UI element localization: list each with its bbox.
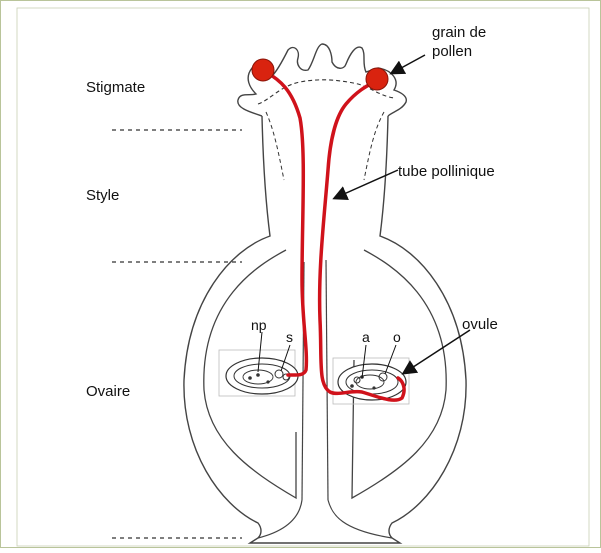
label-style: Style [86, 187, 119, 204]
pistil-outline [184, 116, 466, 543]
arrow-tube [335, 170, 398, 198]
label-tube-pollinique: tube pollinique [398, 163, 495, 180]
pollen-grain-left [252, 59, 274, 81]
arrow-ovule [404, 330, 470, 373]
style-canal-right [364, 112, 384, 180]
arrow-grain [392, 55, 425, 73]
label-s: s [286, 329, 293, 345]
label-stigmate: Stigmate [86, 79, 145, 96]
ovule-right [333, 358, 409, 404]
label-np: np [251, 317, 267, 333]
label-ovaire: Ovaire [86, 383, 130, 400]
label-a: a [362, 329, 370, 345]
label-ovule: ovule [462, 316, 498, 333]
label-o: o [393, 329, 401, 345]
label-grain-line1: grain de [432, 24, 486, 41]
pollen-grain-right [366, 68, 388, 90]
style-canal-left [266, 112, 284, 180]
label-grain-line2: pollen [432, 43, 472, 60]
stalk-left [258, 500, 302, 538]
stalk-right [328, 500, 392, 538]
septum-right [326, 260, 328, 500]
